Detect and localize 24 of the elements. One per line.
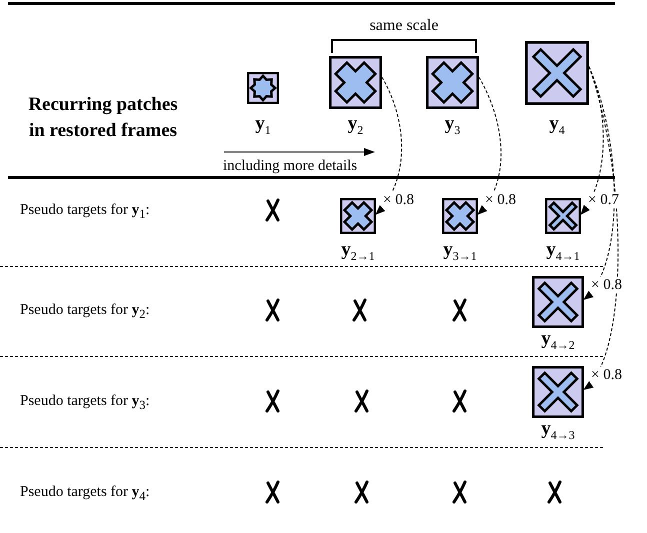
annotation-text: same scale [368, 17, 440, 35]
row-label: Pseudo targets for y$_{4}$: [20, 483, 150, 501]
row-label: Pseudo targets for y$_{1}$: [20, 201, 150, 219]
patch-label: y$_{3→1}$ [443, 240, 477, 260]
annotation-text: including more details [223, 157, 358, 175]
patch-label: y$_{2→1}$ [341, 240, 375, 260]
title-text: Recurring patches in restored frames [28, 93, 178, 143]
arrow [375, 76, 402, 215]
patch-label: y$_{1}$ [255, 114, 271, 134]
patch-label: y$_{2}$ [348, 114, 364, 134]
arrow [477, 76, 502, 215]
patch-label: y$_{3}$ [444, 114, 460, 134]
patch-label: y$_{4→1}$ [546, 240, 580, 260]
row-label: Pseudo targets for y$_{2}$: [20, 301, 150, 319]
patch-label: y$_{4}$ [549, 114, 565, 134]
edge-label: × 0.8 [590, 277, 623, 294]
row-label: Pseudo targets for y$_{3}$: [20, 392, 150, 410]
edge-label: × 0.8 [484, 192, 517, 208]
edge-label: × 0.8 [590, 367, 623, 384]
patch-label: y$_{4→2}$ [541, 329, 575, 349]
edge-label: × 0.8 [382, 192, 415, 208]
edge-label: × 0.7 [587, 192, 620, 208]
arrow [583, 66, 618, 390]
patch-label: y$_{4→3}$ [541, 419, 575, 439]
